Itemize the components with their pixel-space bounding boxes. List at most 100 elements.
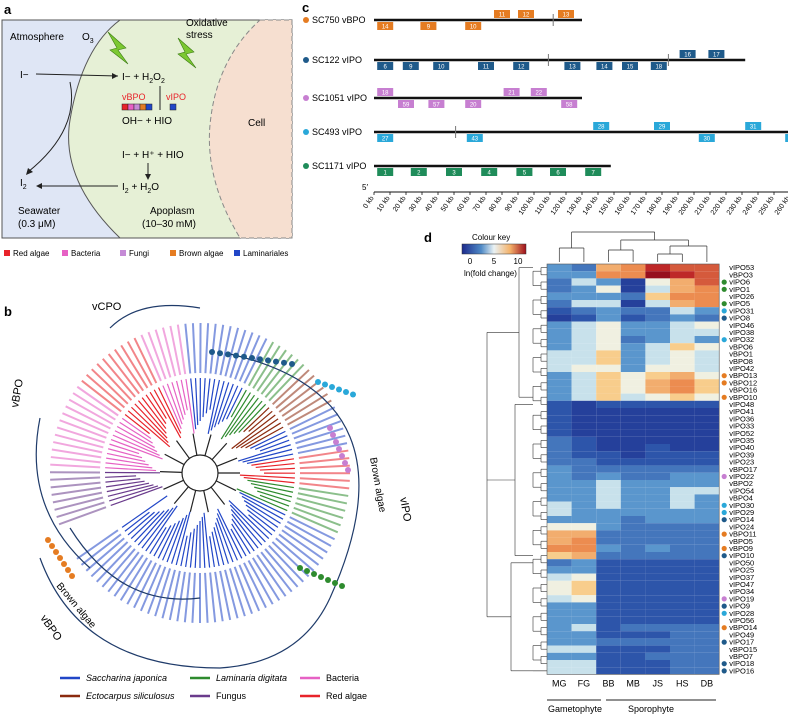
vbpo-bottom-arc (39, 557, 331, 669)
heatmap-cell (596, 537, 621, 545)
clade-dot (304, 568, 310, 574)
heatmap-cell (547, 523, 572, 531)
column-label: BB (602, 678, 614, 688)
heatmap-cell (547, 278, 572, 286)
heatmap-cell (547, 393, 572, 401)
heatmap-cell (694, 494, 720, 502)
heatmap-cell (645, 415, 670, 423)
tree-branch (110, 486, 163, 507)
clade-dot (332, 580, 338, 586)
axis-tick-label: 80 kb (488, 195, 504, 213)
clade-dot (311, 571, 317, 577)
legend-label: Fungi (129, 249, 149, 258)
heatmap-cell (694, 580, 720, 588)
row-label: vIPO29 (729, 508, 754, 517)
heatmap-cell (694, 422, 720, 430)
tree-leaf-label-bar (176, 571, 186, 622)
tree-branch (233, 400, 263, 435)
tree-leaf-label-bar (247, 341, 275, 387)
tree-leaf-label-bar (126, 559, 153, 605)
arrowhead (36, 183, 42, 189)
row-label: vIPO9 (729, 602, 750, 611)
tree-leaf-label-bar (271, 369, 310, 406)
gene-box (377, 134, 394, 142)
tree-branch (226, 387, 243, 420)
heatmap-cell (547, 343, 572, 351)
axis-tick-label: 140 kb (582, 195, 600, 216)
heatmap-cell (571, 465, 597, 473)
tree-leaf-label-bar (299, 482, 350, 490)
tree-leaf-label-bar (204, 323, 210, 374)
heatmap-cell (670, 451, 695, 459)
scaffold-dot (303, 95, 309, 101)
tree-branch (119, 421, 153, 444)
heatmap-cell (670, 530, 695, 538)
heatmap-cell (571, 422, 597, 430)
gene-box (518, 10, 534, 18)
tree-branch (157, 523, 176, 559)
heatmap-cell (547, 357, 572, 365)
heatmap-cell (620, 523, 646, 531)
clade-dot (273, 358, 279, 365)
heatmap-cell (596, 408, 621, 416)
tree-leaf-label-bar (284, 525, 328, 554)
heatmap-cell (670, 638, 695, 646)
heatmap-cell (547, 580, 572, 588)
column-label: DB (701, 678, 714, 688)
axis-tick-label: 10 kb (376, 195, 392, 213)
heatmap-cell (571, 451, 597, 459)
colour-key-tick: 5 (492, 257, 497, 266)
gene-label: 29 (659, 125, 666, 131)
tree-leaf-label-bar (295, 502, 344, 520)
heatmap-cell (670, 271, 695, 279)
heatmap-cell (645, 314, 670, 322)
gene-label: 4 (488, 171, 492, 177)
row-dot (721, 308, 727, 314)
heatmap-cell (694, 321, 720, 329)
tree-leaf-label-bar (80, 533, 122, 566)
tree-branch (211, 531, 220, 567)
tree-leaf-label-bar (169, 325, 182, 376)
heatmap-cell (670, 631, 695, 639)
heatmap-cell (670, 645, 695, 653)
heatmap-cell (596, 516, 621, 524)
tree-leaf-label-bar (260, 354, 293, 395)
clade-dot (49, 543, 55, 549)
heatmap-cell (571, 364, 597, 372)
gene-label: 57 (433, 103, 440, 109)
tree-leaf-label-bar (72, 392, 116, 421)
heatmap-cell (670, 264, 695, 272)
heatmap-cell (547, 602, 572, 610)
tree-inner-branch (210, 486, 226, 505)
row-label: vIPO24 (729, 522, 754, 531)
tree-leaf-label-bar (289, 516, 336, 541)
heatmap-cell (694, 530, 720, 538)
vbpo-color-boxes (121, 103, 153, 111)
heatmap-cell (645, 357, 670, 365)
gene-label: 20 (470, 103, 477, 109)
tree-leaf-label-bar (287, 399, 332, 426)
heatmap-cell (620, 609, 646, 617)
heatmap-cell (694, 343, 720, 351)
tree-leaf-label-bar (154, 329, 172, 378)
heatmap-cell (547, 364, 572, 372)
clade-dot (333, 439, 339, 445)
tree-leaf-label-bar (284, 393, 329, 422)
heatmap-cell (620, 616, 646, 624)
heatmap-cell (694, 271, 720, 279)
row-label: vIPO26 (729, 292, 754, 301)
row-label: vBPO13 (729, 371, 757, 380)
tree-branch (209, 379, 216, 410)
heatmap-cell (620, 357, 646, 365)
heatmap-cell (694, 595, 720, 603)
heatmap-cell (670, 580, 695, 588)
tree-leaf-label-bar (291, 413, 339, 435)
legend-label: Laminariales (243, 249, 288, 258)
tree-leaf-label-bar (275, 537, 315, 572)
tree-leaf-label-bar (233, 566, 253, 615)
tree-branch (185, 378, 195, 434)
tree-branch (214, 522, 229, 564)
tree-branch (243, 476, 295, 484)
heatmap-cell (620, 400, 646, 408)
